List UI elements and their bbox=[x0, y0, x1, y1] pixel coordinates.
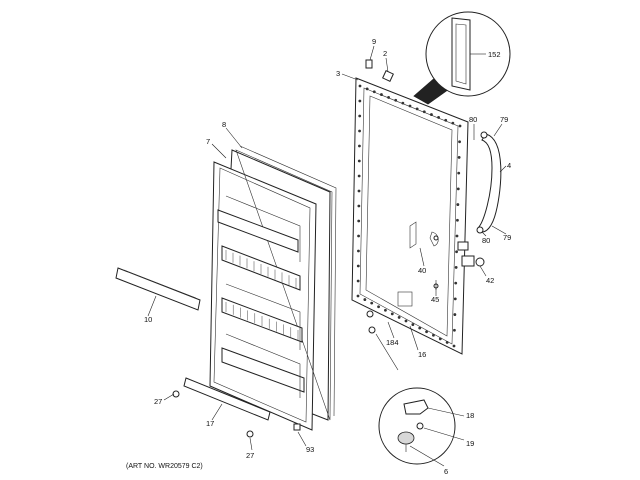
door-shelves bbox=[217, 209, 305, 393]
screw-hole bbox=[451, 121, 455, 125]
callout-93: 93 bbox=[306, 445, 314, 454]
callout-16: 16 bbox=[418, 350, 426, 359]
screw-hole bbox=[455, 234, 459, 238]
screw-hole bbox=[437, 116, 440, 119]
art-number: (ART NO. WR20579 C2) bbox=[126, 463, 203, 470]
screw-hole bbox=[377, 305, 380, 309]
screw-hole bbox=[454, 266, 458, 269]
screw-hole bbox=[456, 218, 459, 222]
callout-79-top: 79 bbox=[500, 115, 508, 124]
callout-45: 45 bbox=[431, 295, 439, 304]
screw-hole bbox=[454, 281, 458, 285]
screw-hole bbox=[458, 124, 462, 128]
callout-17: 17 bbox=[206, 419, 214, 428]
screw-hole bbox=[425, 330, 428, 334]
screw-hole bbox=[452, 344, 456, 348]
callout-27-left: 27 bbox=[154, 397, 162, 406]
screw-hole bbox=[357, 189, 361, 193]
screw-hole bbox=[358, 129, 361, 133]
callout-7: 7 bbox=[206, 137, 210, 146]
callout-40: 40 bbox=[418, 266, 426, 275]
screw-hole bbox=[422, 110, 426, 114]
shelf-front-17 bbox=[183, 377, 271, 421]
callout-79-bottom: 79 bbox=[503, 233, 511, 242]
screw-hole bbox=[357, 204, 361, 208]
detail-magnifier-top bbox=[413, 11, 511, 105]
screw-hole bbox=[455, 250, 458, 254]
callout-19: 19 bbox=[466, 439, 474, 448]
screw-hole bbox=[456, 203, 460, 206]
screw-hole bbox=[357, 219, 361, 223]
screw-hole bbox=[363, 298, 367, 301]
callout-9: 9 bbox=[372, 37, 376, 46]
screw-hole bbox=[456, 187, 460, 191]
callout-184: 184 bbox=[386, 338, 399, 347]
screw-hole bbox=[357, 249, 360, 253]
inner-door-liner bbox=[209, 145, 337, 431]
screw-hole bbox=[384, 308, 387, 312]
screw-hole bbox=[404, 319, 408, 323]
screw-hole bbox=[453, 297, 457, 301]
callout-80-top: 80 bbox=[469, 115, 477, 124]
door-handle bbox=[476, 131, 502, 234]
small-clips-bottom bbox=[172, 310, 376, 438]
callout-2: 2 bbox=[383, 49, 387, 58]
screw-hole bbox=[458, 140, 461, 144]
screw-hole bbox=[415, 107, 419, 111]
screw-hole bbox=[365, 87, 369, 91]
screw-hole bbox=[390, 312, 394, 316]
screw-hole bbox=[453, 313, 457, 316]
shelf-front-10 bbox=[115, 267, 201, 311]
screw-hole bbox=[357, 174, 361, 178]
screw-hole bbox=[356, 279, 360, 283]
shelf-wire-racks bbox=[225, 250, 299, 340]
screw-hole bbox=[432, 333, 435, 337]
callout-152: 152 bbox=[488, 50, 501, 59]
screw-hole bbox=[397, 316, 401, 319]
callout-42: 42 bbox=[486, 276, 494, 285]
callout-18: 18 bbox=[466, 411, 474, 420]
screw-hole bbox=[408, 104, 412, 108]
callout-27-bottom: 27 bbox=[246, 451, 254, 460]
screw-hole bbox=[358, 84, 362, 88]
callout-10: 10 bbox=[144, 315, 152, 324]
screw-hole bbox=[357, 159, 361, 163]
screw-hole bbox=[418, 326, 422, 330]
small-parts-top bbox=[365, 59, 394, 82]
screw-hole bbox=[358, 99, 362, 103]
screw-hole bbox=[401, 101, 405, 105]
screw-hole bbox=[453, 328, 456, 332]
screw-hole bbox=[445, 341, 449, 344]
screw-hole bbox=[394, 98, 398, 102]
screw-hole bbox=[356, 264, 360, 268]
outer-door-panel bbox=[351, 77, 469, 355]
callout-labels: 9 2 3 152 8 7 80 79 4 80 79 40 45 42 10 … bbox=[144, 37, 511, 476]
screw-hole bbox=[356, 294, 360, 298]
screw-hole bbox=[358, 114, 362, 118]
detail-magnifier-bottom bbox=[378, 387, 456, 465]
screw-hole bbox=[357, 234, 360, 238]
screw-hole bbox=[438, 337, 442, 341]
screw-hole bbox=[457, 156, 461, 159]
screw-hole bbox=[444, 118, 448, 122]
screw-hole bbox=[380, 93, 383, 96]
screw-hole bbox=[430, 113, 433, 116]
screw-hole bbox=[358, 144, 361, 148]
hinge-assembly bbox=[409, 221, 485, 290]
callout-3: 3 bbox=[336, 69, 340, 78]
screw-hole bbox=[372, 90, 376, 94]
door-panel-screws bbox=[356, 84, 462, 348]
screw-hole bbox=[387, 96, 390, 99]
screw-hole bbox=[411, 323, 415, 326]
leader-lines bbox=[147, 45, 507, 467]
screw-hole bbox=[370, 301, 374, 305]
callout-8: 8 bbox=[222, 120, 226, 129]
callout-80-bottom: 80 bbox=[482, 236, 490, 245]
callout-6: 6 bbox=[444, 467, 448, 476]
callout-4: 4 bbox=[507, 161, 511, 170]
screw-hole bbox=[457, 171, 461, 175]
